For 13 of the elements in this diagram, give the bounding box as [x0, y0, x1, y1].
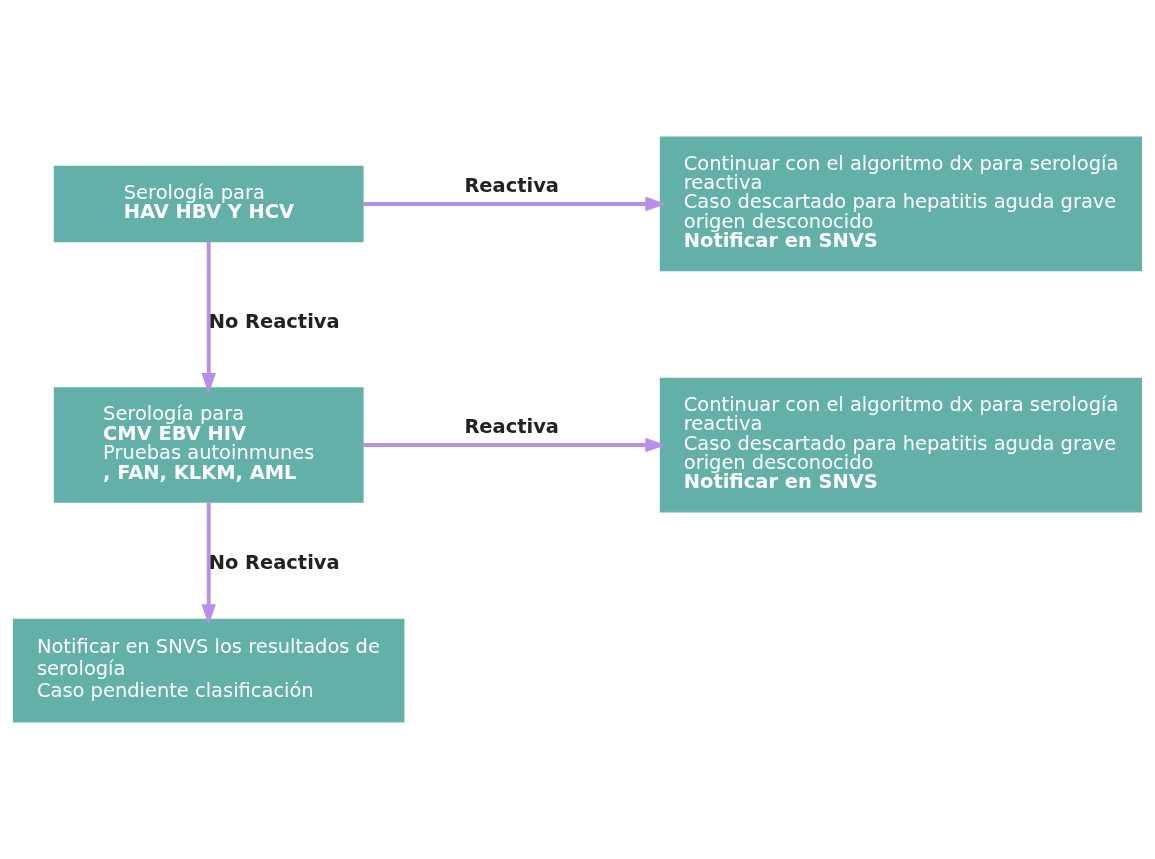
edge-label: Reactiva — [464, 415, 559, 439]
node-box: Serología para HAV HBV Y HCV — [53, 165, 364, 243]
arrow — [201, 242, 216, 394]
arrow — [363, 196, 667, 212]
node-box: Continuar con el algoritmo dx para serología reactiva Caso descartado para hepatitis aguda grave origen desconocido Notificar en SNVS — [659, 377, 1143, 513]
node-box: Serología para CMV EBV HIV Pruebas autoinmunes , FAN, KLKM, AML — [53, 387, 364, 503]
node-box: Continuar con el algoritmo dx para serología reactiva Caso descartado para hepatitis aguda grave origen desconocido Notificar en SNVS — [659, 136, 1143, 272]
edge-label: No Reactiva — [208, 550, 340, 574]
edge-label: No Reactiva — [208, 309, 340, 333]
edge-label: Reactiva — [464, 174, 559, 198]
arrow — [201, 502, 216, 626]
arrow — [363, 437, 667, 453]
node-box: Notificar en SNVS los resultados de serología Caso pendiente clasificación — [12, 618, 405, 723]
